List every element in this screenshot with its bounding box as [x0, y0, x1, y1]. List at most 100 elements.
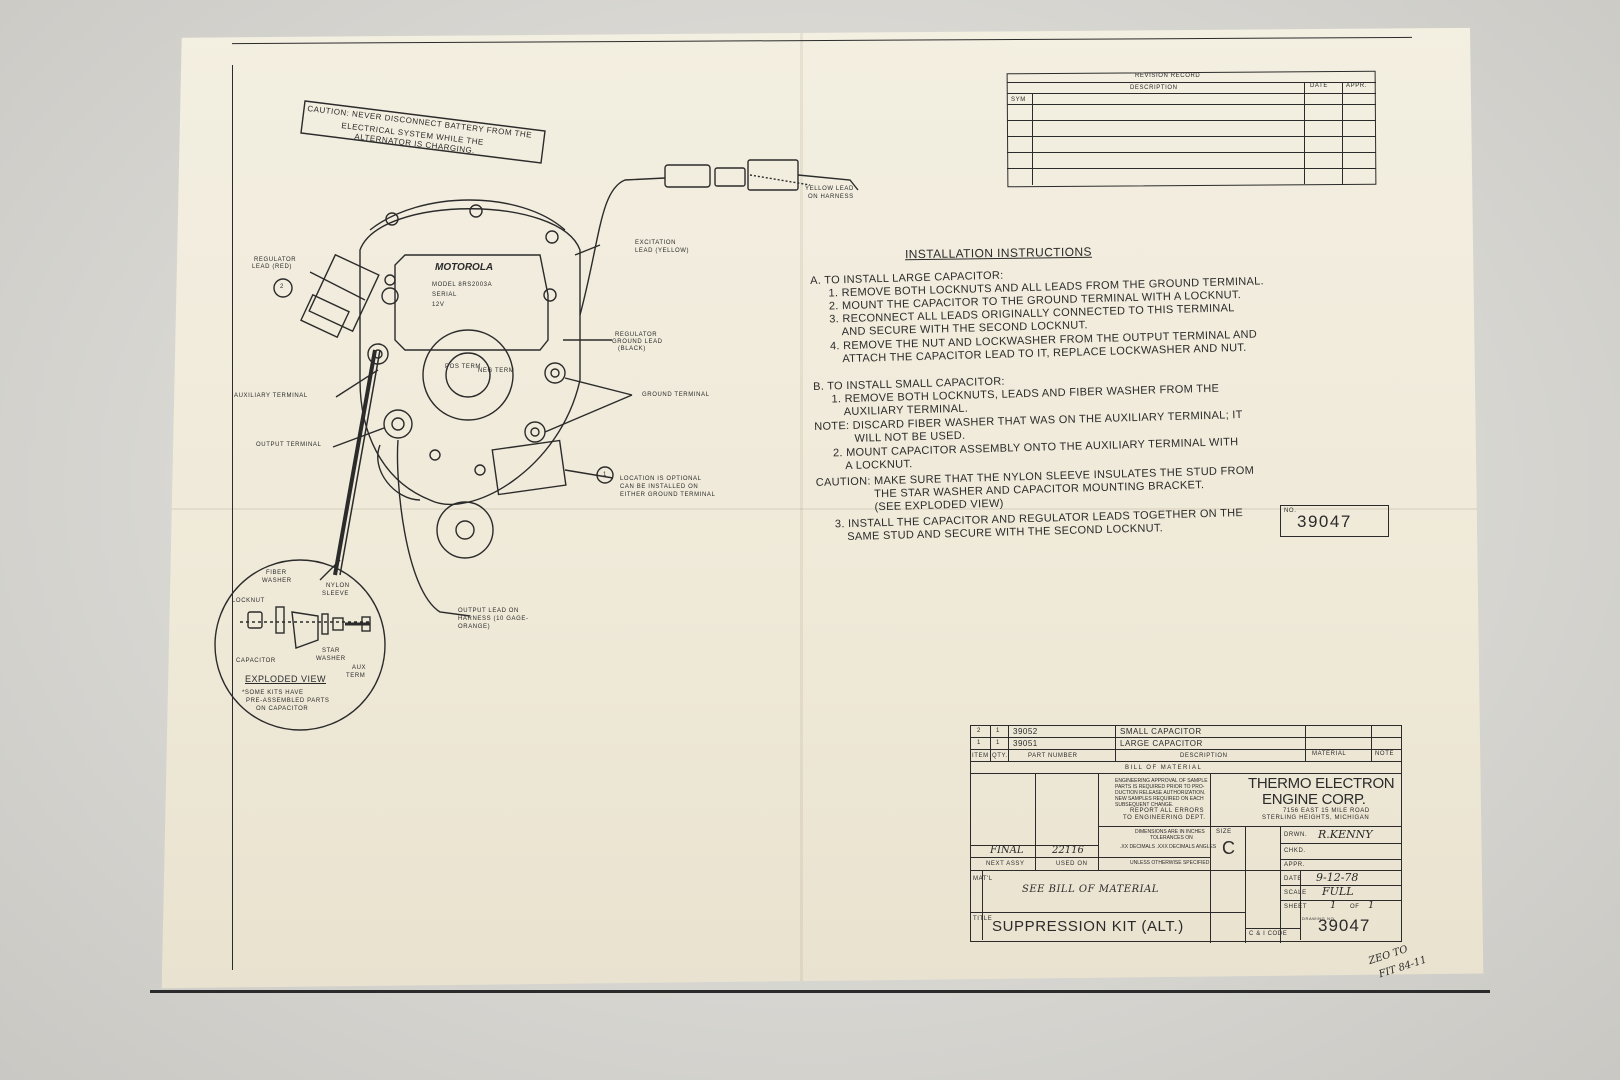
bom-part: 39052 — [1013, 727, 1038, 736]
label-location-optional-3: EITHER GROUND TERMINAL — [620, 492, 716, 498]
bom-title: BILL OF MATERIAL — [1125, 765, 1203, 771]
bom-header-part: PART NUMBER — [1028, 753, 1078, 759]
matl-value: SEE BILL OF MATERIAL — [1022, 884, 1159, 895]
ev-nylon-sleeve-2: SLEEVE — [322, 591, 349, 597]
callout-1: 1 — [603, 472, 607, 478]
company-name-2: ENGINE CORP. — [1262, 791, 1366, 808]
label-regulator-ground-2: GROUND LEAD — [612, 339, 663, 345]
label-ground-terminal: GROUND TERMINAL — [642, 392, 710, 398]
label-excitation-lead-2: LEAD (YELLOW) — [635, 248, 690, 254]
revision-sym: SYM — [1011, 97, 1026, 103]
ev-star-washer: STAR — [322, 648, 340, 654]
drwn-value: R.KENNY — [1318, 828, 1373, 841]
next-assy-label: NEXT ASSY — [986, 861, 1025, 867]
drawing-title: SUPPRESSION KIT (ALT.) — [992, 918, 1184, 935]
bom-desc: SMALL CAPACITOR — [1120, 727, 1202, 736]
bom-part: 39051 — [1013, 739, 1038, 748]
label-yellow-lead-2: ON HARNESS — [808, 194, 854, 200]
fold-line-horizontal — [161, 508, 1484, 510]
bom-header-desc: DESCRIPTION — [1180, 753, 1228, 759]
ev-aux-term-2: TERM — [346, 673, 366, 679]
label-excitation-lead: EXCITATION — [635, 240, 677, 246]
company-address: 7156 EAST 15 MILE ROAD — [1283, 808, 1370, 814]
size-label: SIZE — [1216, 829, 1232, 835]
fold-line-vertical — [800, 27, 803, 989]
of-value: 1 — [1368, 900, 1375, 911]
callout-2: 2 — [280, 284, 284, 290]
matl-label: MAT'L — [973, 875, 992, 883]
label-location-optional: LOCATION IS OPTIONAL — [620, 476, 702, 482]
revision-description: DESCRIPTION — [1130, 85, 1178, 91]
date-value: 9-12-78 — [1316, 871, 1359, 884]
bom-qty: 1 — [996, 728, 1000, 734]
appr-label: APPR. — [1284, 862, 1306, 868]
ev-star-washer-2: WASHER — [316, 656, 346, 662]
bom-header-note: NOTE — [1375, 751, 1395, 757]
label-12v: 12V — [432, 302, 445, 308]
bom-header-qty: QTY. — [992, 753, 1008, 759]
ev-locknut: LOCKNUT — [232, 598, 265, 604]
final-number: 22116 — [1052, 845, 1084, 856]
used-on-label: USED ON — [1056, 861, 1088, 867]
scale-label: SCALE — [1284, 890, 1307, 896]
sheet-value: 1 — [1330, 900, 1337, 911]
label-output-lead-3: ORANGE) — [458, 624, 491, 630]
date-label: DATE — [1284, 876, 1302, 882]
bom-header-item: ITEM — [972, 753, 989, 759]
size-value: C — [1222, 838, 1235, 858]
chkd-label: CHKD. — [1284, 848, 1306, 854]
eng-note-2: PARTS IS REQUIRED PRIOR TO PRO- — [1115, 784, 1205, 790]
label-regulator-ground-3: (BLACK) — [618, 346, 646, 352]
drwn-label: DRWN. — [1284, 832, 1308, 838]
ci-code-label: C & I CODE — [1249, 931, 1288, 937]
tolerances-3: .XX DECIMALS .XXX DECIMALS ANGLES — [1120, 844, 1217, 850]
eng-note-3: DUCTION RELEASE AUTHORIZATION. — [1115, 790, 1206, 796]
report-errors-2: TO ENGINEERING DEPT. — [1123, 815, 1206, 821]
ev-note: *SOME KITS HAVE — [242, 690, 304, 696]
revision-title: REVISION RECORD — [1135, 73, 1201, 79]
label-location-optional-2: CAN BE INSTALLED ON — [620, 484, 699, 490]
caution-box-frame — [300, 100, 546, 164]
label-motorola: MOTOROLA — [435, 262, 494, 273]
sheet-label: SHEET — [1284, 904, 1308, 910]
ev-capacitor: CAPACITOR — [236, 658, 276, 664]
label-pos-term: POS TERM — [445, 364, 482, 370]
drawing-no-label: DRAWING NO. — [1302, 916, 1337, 921]
tolerances-4: UNLESS OTHERWISE SPECIFIED — [1130, 860, 1210, 866]
company-name: THERMO ELECTRON — [1248, 775, 1395, 792]
revision-date: DATE — [1310, 83, 1328, 89]
ev-title: EXPLODED VIEW — [245, 674, 327, 684]
final-label: FINAL — [990, 845, 1024, 856]
label-regulator-lead-2: LEAD (RED) — [252, 264, 293, 270]
revision-appr: APPR. — [1346, 83, 1368, 89]
drawing-number: 39047 — [1318, 916, 1371, 935]
doc-number-prefix: NO. — [1284, 508, 1297, 514]
instr-line: A LOCKNUT. — [845, 458, 913, 473]
bom-item: 1 — [977, 740, 981, 746]
tolerances-2: TOLERANCES ON — [1150, 835, 1193, 841]
ev-fiber-washer: FIBER — [266, 570, 287, 576]
drawing-sheet — [161, 27, 1484, 989]
bom-qty: 1 — [996, 740, 1000, 746]
report-errors: REPORT ALL ERRORS — [1130, 808, 1205, 814]
label-auxiliary-terminal: AUXILIARY TERMINAL — [234, 393, 308, 399]
ev-fiber-washer-2: WASHER — [262, 578, 292, 584]
bom-item: 2 — [977, 728, 981, 734]
label-model: MODEL 8RS2003A — [432, 282, 493, 288]
bom-desc: LARGE CAPACITOR — [1120, 739, 1203, 748]
scale-value: FULL — [1322, 885, 1354, 898]
eng-note-5: SUBSEQUENT CHANGE. — [1115, 802, 1174, 808]
company-address-2: STERLING HEIGHTS, MICHIGAN — [1262, 815, 1370, 821]
label-output-lead-2: HARNESS (10 GAGE- — [458, 616, 529, 622]
ev-note-2: PRE-ASSEMBLED PARTS — [246, 698, 330, 704]
label-output-terminal: OUTPUT TERMINAL — [256, 442, 322, 448]
eng-note-4: NEW SAMPLES REQUIRED ON EACH — [1115, 796, 1204, 802]
doc-number: 39047 — [1297, 512, 1352, 531]
bom-header-material: MATERIAL — [1312, 751, 1347, 757]
label-yellow-lead: YELLOW LEAD — [805, 186, 854, 192]
label-regulator-lead: REGULATOR — [254, 257, 297, 263]
ev-note-3: ON CAPACITOR — [256, 706, 309, 712]
ev-nylon-sleeve: NYLON — [326, 583, 350, 589]
label-output-lead: OUTPUT LEAD ON — [458, 608, 519, 614]
